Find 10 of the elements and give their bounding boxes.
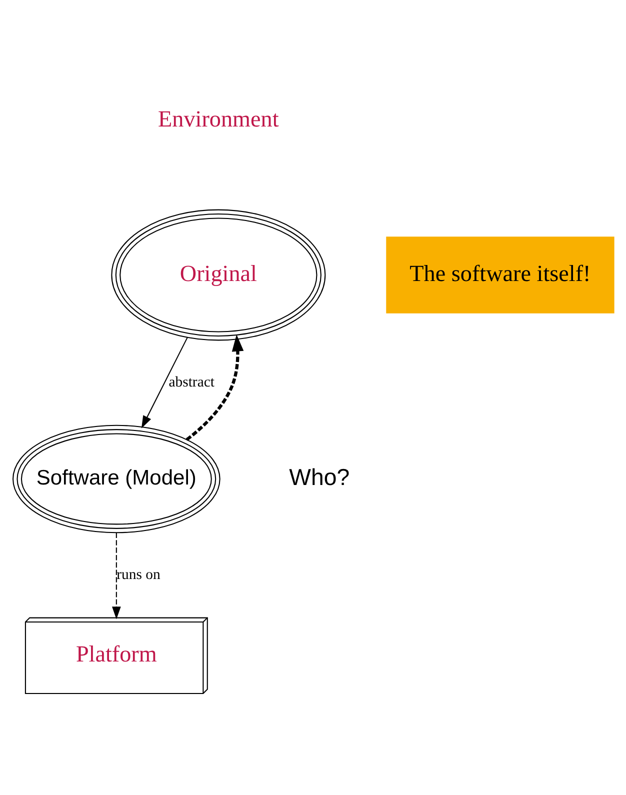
node-box: The software itself!: [386, 236, 614, 314]
arrow: [140, 337, 188, 428]
label: Environment: [158, 106, 278, 132]
node-ellipse: Original: [110, 209, 326, 341]
edge-label: abstract: [168, 374, 214, 391]
arrow: [112, 532, 120, 620]
arrow: [185, 334, 244, 441]
node-ellipse: Software (Model): [12, 424, 220, 534]
label: Who?: [288, 464, 350, 490]
edge-label: runs on: [116, 567, 160, 584]
